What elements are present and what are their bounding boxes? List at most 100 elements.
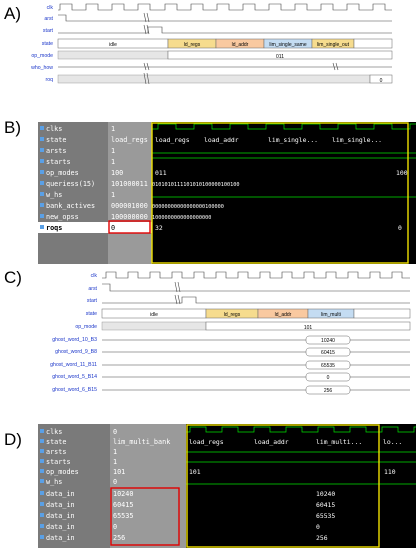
state-idle: idle bbox=[150, 312, 158, 318]
ghost-value: 0 bbox=[327, 375, 330, 381]
signal-label: start bbox=[87, 298, 98, 304]
signal-label: start bbox=[43, 28, 54, 34]
signal-value: 1 bbox=[113, 448, 117, 456]
signal-name: starts bbox=[46, 158, 71, 166]
signal-value: 0 bbox=[113, 428, 117, 436]
state-lim-single-same: lim_single_same bbox=[269, 42, 306, 48]
signal-value: load_regs bbox=[111, 136, 148, 144]
signal-name-selected: roqs bbox=[46, 224, 62, 232]
panel-b-letter: B) bbox=[4, 118, 21, 137]
signal-value: 000001000 bbox=[111, 202, 148, 210]
state-wave-value: load_regs bbox=[155, 136, 190, 144]
signal-value: 100000000 bbox=[111, 213, 148, 221]
signal-label: op_mode bbox=[31, 53, 53, 59]
signal-label: clk bbox=[91, 273, 98, 279]
ghost-value: 256 bbox=[324, 388, 333, 394]
signal-value: 1 bbox=[111, 191, 115, 199]
signal-name: w_hs bbox=[46, 478, 62, 486]
signal-name: queriess(15) bbox=[46, 180, 95, 188]
signal-label: state bbox=[86, 311, 97, 317]
data-wave-value: 10240 bbox=[316, 490, 335, 498]
signal-value: 0 bbox=[113, 478, 117, 486]
state-ld-addr: ld_addr bbox=[275, 312, 292, 318]
signal-label: ghost_word_11_B11 bbox=[50, 362, 97, 368]
yellow-highlight bbox=[151, 122, 409, 264]
yellow-highlight bbox=[186, 424, 380, 548]
state-lim-single-out: lim_single_out bbox=[317, 42, 350, 48]
signal-name: data_in bbox=[46, 501, 75, 509]
signal-value: 1 bbox=[111, 147, 115, 155]
signal-name: w_hs bbox=[46, 191, 62, 199]
op-modes-wave-value: 100 bbox=[396, 169, 408, 177]
signal-label: ghost_word_10_B3 bbox=[52, 337, 97, 343]
signal-label: clk bbox=[47, 5, 54, 11]
state-ld-regs: ld_regs bbox=[224, 312, 241, 318]
signal-name: bank_actives bbox=[46, 202, 95, 210]
signal-name: data_in bbox=[46, 523, 75, 531]
signal-value: 100 bbox=[111, 169, 123, 177]
ghost-value: 10240 bbox=[321, 338, 335, 344]
state-idle: idle bbox=[109, 42, 117, 48]
signal-value: 101000011 bbox=[111, 180, 148, 188]
state-wave-value: lim_single... bbox=[332, 136, 382, 144]
roq-value: 0 bbox=[380, 78, 383, 84]
signal-name: op_modes bbox=[46, 468, 79, 476]
signal-value: lim_multi_bank bbox=[113, 438, 170, 446]
op-modes-wave-value: 101 bbox=[189, 468, 201, 476]
panel-a-letter: A) bbox=[4, 4, 21, 23]
signal-name: data_in bbox=[46, 490, 75, 498]
signal-value: 1 bbox=[111, 125, 115, 133]
ghost-value: 60415 bbox=[321, 350, 335, 356]
red-highlight bbox=[108, 220, 151, 234]
op-modes-wave-value: 011 bbox=[155, 169, 167, 177]
signal-value: 1 bbox=[113, 458, 117, 466]
signal-label: arst bbox=[44, 16, 53, 22]
signal-label: arst bbox=[88, 286, 97, 292]
red-highlight bbox=[110, 487, 180, 546]
signal-value: 65535 bbox=[113, 512, 133, 520]
op-modes-wave-value: 110 bbox=[384, 468, 396, 476]
state-wave-value: lo... bbox=[383, 438, 402, 446]
state-wave-value: load_addr bbox=[254, 438, 289, 446]
state-ld-regs: ld_regs bbox=[184, 42, 201, 48]
data-wave-value: 60415 bbox=[316, 501, 335, 509]
signal-name: new_opss bbox=[46, 213, 79, 221]
ghost-value: 65535 bbox=[321, 363, 335, 369]
data-wave-value: 0 bbox=[316, 523, 320, 531]
state-ld-addr: ld_addr bbox=[232, 42, 249, 48]
signal-name: data_in bbox=[46, 512, 75, 520]
signal-name: data_in bbox=[46, 534, 75, 542]
op-mode-value: 101 bbox=[304, 325, 313, 331]
bank-actives-wave-value: 00000000000000000100000 bbox=[152, 204, 224, 210]
state-wave-value: lim_single... bbox=[268, 136, 318, 144]
signal-label: roq bbox=[46, 77, 54, 83]
queriess-wave-value: 0101010111101010100000100100 bbox=[152, 182, 239, 188]
signal-name: clks bbox=[46, 428, 62, 436]
signal-name: arsts bbox=[46, 448, 66, 456]
state-wave-value: load_addr bbox=[204, 136, 239, 144]
new-opss-wave-value: 1000000000000000000 bbox=[152, 215, 211, 221]
signal-value: 0 bbox=[113, 523, 117, 531]
signal-name: state bbox=[46, 438, 66, 446]
roqs-wave-value: 0 bbox=[398, 224, 402, 232]
signal-name: starts bbox=[46, 458, 71, 466]
signal-value-selected: 0 bbox=[111, 224, 115, 232]
signal-name: state bbox=[46, 136, 66, 144]
signal-label: who_how bbox=[31, 65, 53, 71]
data-wave-value: 65535 bbox=[316, 512, 335, 520]
signal-label: ghost_word_5_B14 bbox=[52, 374, 97, 380]
signal-value: 1 bbox=[111, 158, 115, 166]
panel-d-rows: clks 0 state lim_multi_bank arsts 1 starts 1… bbox=[40, 428, 170, 542]
signal-label: ghost_word_6_B15 bbox=[52, 387, 97, 393]
signal-label: op_mode bbox=[75, 324, 97, 330]
signal-value: 10240 bbox=[113, 490, 133, 498]
state-lim-multi: lim_multi bbox=[321, 312, 341, 318]
panel-d-letter: D) bbox=[4, 430, 22, 449]
signal-value: 101 bbox=[113, 468, 125, 476]
roqs-wave-value: 32 bbox=[155, 224, 163, 232]
